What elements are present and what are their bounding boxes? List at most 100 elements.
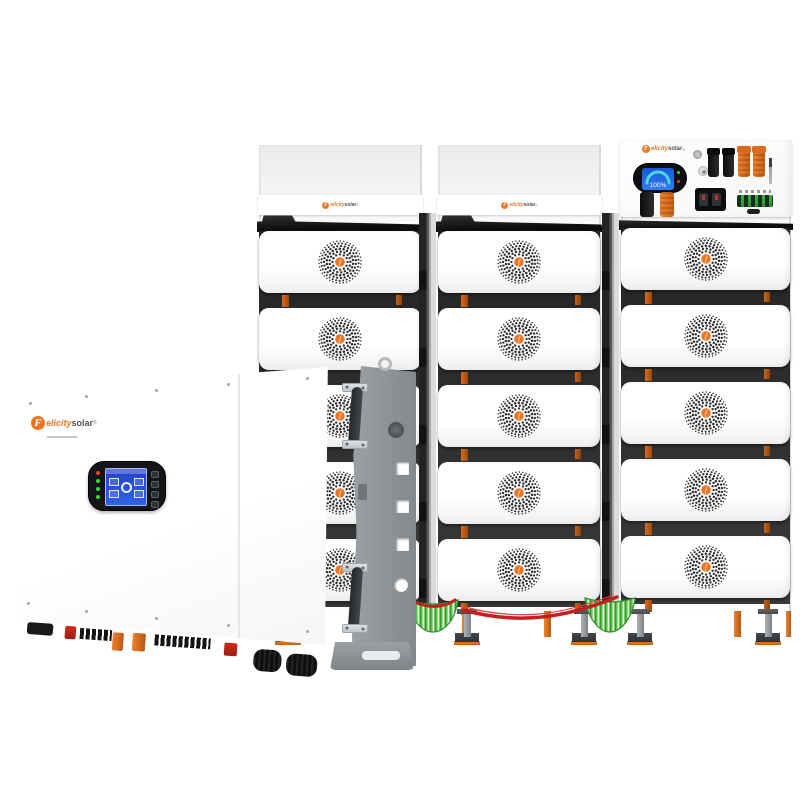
soc-screen: 100%	[642, 168, 674, 190]
rack-rail	[544, 611, 551, 637]
pv-connector-orange	[131, 632, 147, 652]
fan-vent-icon: f	[497, 548, 541, 592]
brand-bold-text: solar	[523, 202, 536, 208]
fan-vent-icon: f	[683, 391, 728, 435]
bracket-slot	[358, 484, 367, 500]
breaker-switch	[699, 193, 708, 206]
svg-text:f: f	[705, 486, 708, 494]
vent-grommet	[693, 150, 702, 159]
panel-seam	[238, 374, 240, 642]
battery-module: f	[621, 459, 790, 535]
fan-vent-icon: f	[683, 545, 728, 589]
status-led-green	[677, 171, 680, 174]
inverter-lcd-screen	[105, 468, 147, 506]
bracket-knob	[388, 422, 404, 438]
pv-connector-orange	[111, 632, 125, 652]
red-cable	[461, 595, 619, 620]
battery-module: f	[438, 231, 600, 307]
soc-display: 100%	[633, 163, 687, 193]
svg-text:f: f	[339, 489, 342, 497]
svg-text:f: f	[518, 258, 521, 266]
carry-handle	[341, 383, 369, 449]
brand-bold-text: solar	[71, 418, 94, 428]
svg-text:f: f	[339, 566, 342, 574]
brand-script-text: elicity	[509, 202, 524, 208]
brand-script-text: elicity	[651, 146, 669, 152]
inverter-side-panel	[324, 367, 384, 657]
ac-cable-gland	[285, 653, 318, 678]
inverter-led-group	[96, 471, 100, 499]
cable-floor-area	[407, 594, 636, 633]
lcd-button	[151, 471, 159, 478]
status-led-red	[677, 180, 680, 183]
soc-value: 100%	[650, 182, 667, 189]
lifting-eye-screw	[378, 357, 392, 371]
battery-terminal-orange	[737, 146, 751, 177]
green-cable-coil	[584, 597, 636, 633]
fault-led	[96, 471, 100, 475]
svg-text:f: f	[518, 335, 521, 343]
battery-module-stack: f f f f f	[438, 231, 600, 615]
svg-text:f: f	[705, 332, 708, 340]
svg-text:f: f	[705, 563, 708, 571]
fan-vent-icon: f	[683, 314, 728, 358]
green-cable-coil	[407, 599, 459, 633]
brand-f-mark-icon: F	[322, 201, 330, 209]
battery-module-stack: f f f f f	[621, 228, 790, 612]
handle-bar	[347, 566, 363, 630]
lcd-flow-box	[109, 490, 119, 498]
comm-terminal-block	[737, 190, 773, 207]
svg-text:f: f	[339, 258, 342, 266]
lcd-center-ring	[121, 482, 132, 493]
power-button	[698, 166, 708, 176]
brand-f-mark-icon: F	[642, 145, 650, 153]
svg-text:f: f	[339, 412, 342, 420]
soc-gauge: 100%	[645, 170, 671, 189]
brand-f-mark-icon: F	[31, 416, 45, 430]
status-led	[96, 487, 100, 491]
lcd-button	[151, 501, 159, 508]
red-cable	[413, 598, 457, 608]
inverter-wall-bracket	[352, 366, 416, 666]
battery-module: f	[621, 305, 790, 381]
rack-side-bracket	[602, 213, 619, 605]
breaker-switch	[712, 193, 721, 206]
fan-vent-icon: f	[497, 471, 541, 515]
status-led-group	[677, 171, 680, 183]
rack-rail	[734, 611, 741, 637]
lcd-flow-box	[109, 478, 119, 486]
rack-top-frame	[619, 220, 793, 230]
bracket-hole-round	[394, 578, 408, 592]
svg-text:f: f	[705, 409, 708, 417]
lcd-button	[151, 491, 159, 498]
battery-module: f	[259, 308, 421, 384]
signal-connector-red	[64, 625, 77, 640]
fan-vent-icon: f	[497, 317, 541, 361]
brand-registered-mark: ®	[682, 146, 686, 152]
brand-script-text: elicity	[330, 202, 345, 208]
brand-registered-mark: ®	[535, 203, 538, 207]
fan-vent-icon: f	[683, 237, 728, 281]
status-led	[96, 495, 100, 499]
panel-screws	[29, 402, 32, 405]
bracket-hole	[396, 538, 409, 551]
battery-module: f	[438, 308, 600, 384]
battery-module: f	[621, 228, 790, 304]
battery-terminal-black	[707, 148, 720, 177]
lcd-button	[151, 481, 159, 488]
svg-text:f: f	[339, 335, 342, 343]
brand-bold-text: solar	[344, 202, 357, 208]
handle-bar	[347, 386, 363, 446]
battery-module: f	[621, 382, 790, 458]
lcd-flow-box	[134, 478, 144, 486]
pv-connector-row	[154, 634, 211, 650]
rack-side-bracket	[419, 213, 436, 605]
